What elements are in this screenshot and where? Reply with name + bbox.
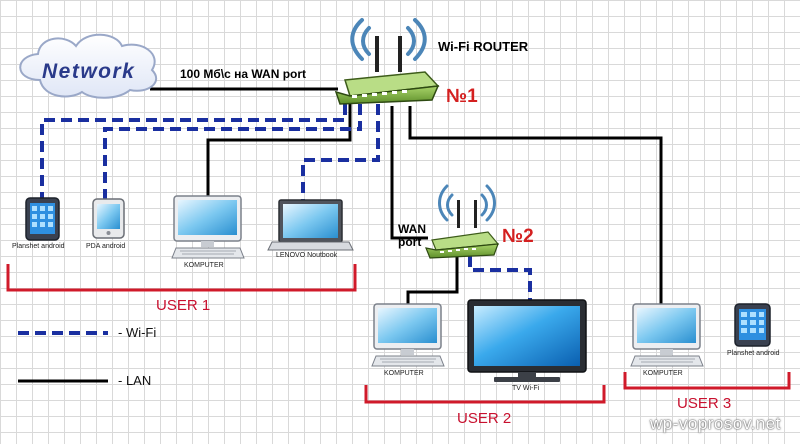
- lan-line-user2-computer: [406, 256, 459, 304]
- planshet-android-3-label: Planshet android: [727, 350, 780, 357]
- lan-lines: [150, 87, 663, 305]
- router-1-title: Wi-Fi ROUTER: [438, 39, 529, 54]
- pda-android-label: PDA android: [86, 243, 126, 250]
- router-1-number: №1: [446, 86, 478, 107]
- lan-line-komputer-1: [206, 104, 352, 196]
- lenovo-noutbook-label: LENOVO Noutbook: [276, 252, 338, 259]
- legend-lan-label: - LAN: [118, 373, 152, 388]
- komputer-1: [171, 195, 245, 259]
- wifi-line-tv: [468, 256, 532, 300]
- wifi-line-planshet: [40, 104, 347, 200]
- komputer-3-label: KOMPUTER: [643, 370, 683, 377]
- wifi-lines: [40, 104, 532, 300]
- wan-link-label: 100 Мб\с на WAN port: [180, 67, 307, 81]
- user3-bracket: [623, 372, 791, 390]
- network-cloud: [19, 33, 158, 99]
- router-1: [334, 18, 440, 105]
- wifi-line-pda: [103, 104, 362, 200]
- user1-bracket: [6, 264, 357, 292]
- network-label: Network: [42, 60, 136, 83]
- tv-wifi-label: TV Wi-Fi: [512, 385, 540, 392]
- router-2: [425, 184, 500, 259]
- user2-label: USER 2: [457, 410, 512, 427]
- planshet-android-3: [734, 303, 771, 347]
- planshet-android-1-label: Planshet android: [12, 243, 65, 250]
- komputer-2-label: KOMPUTER: [384, 370, 424, 377]
- tv-wifi: [467, 299, 587, 382]
- legend-wifi-label: - Wi-Fi: [118, 325, 157, 340]
- router-2-number: №2: [502, 226, 534, 247]
- lan-line-user3-computer: [408, 106, 663, 305]
- lenovo-noutbook: [267, 199, 354, 251]
- watermark: wp-voprosov.net: [650, 414, 781, 433]
- wifi-line-lenovo: [301, 104, 380, 200]
- komputer-2: [371, 303, 445, 367]
- planshet-android-1: [25, 197, 60, 241]
- pda-android: [92, 198, 125, 239]
- user3-label: USER 3: [677, 395, 732, 412]
- legend: [18, 331, 108, 383]
- router-2-wan-label-line1: WAN: [398, 222, 426, 236]
- router-2-wan-label: WAN port: [398, 223, 426, 249]
- komputer-1-label: KOMPUTER: [184, 262, 224, 269]
- user2-bracket: [364, 385, 606, 404]
- user1-label: USER 1: [156, 297, 211, 314]
- router-2-wan-label-line2: port: [398, 235, 422, 249]
- komputer-3: [630, 303, 704, 367]
- lan-line-router2: [390, 106, 428, 240]
